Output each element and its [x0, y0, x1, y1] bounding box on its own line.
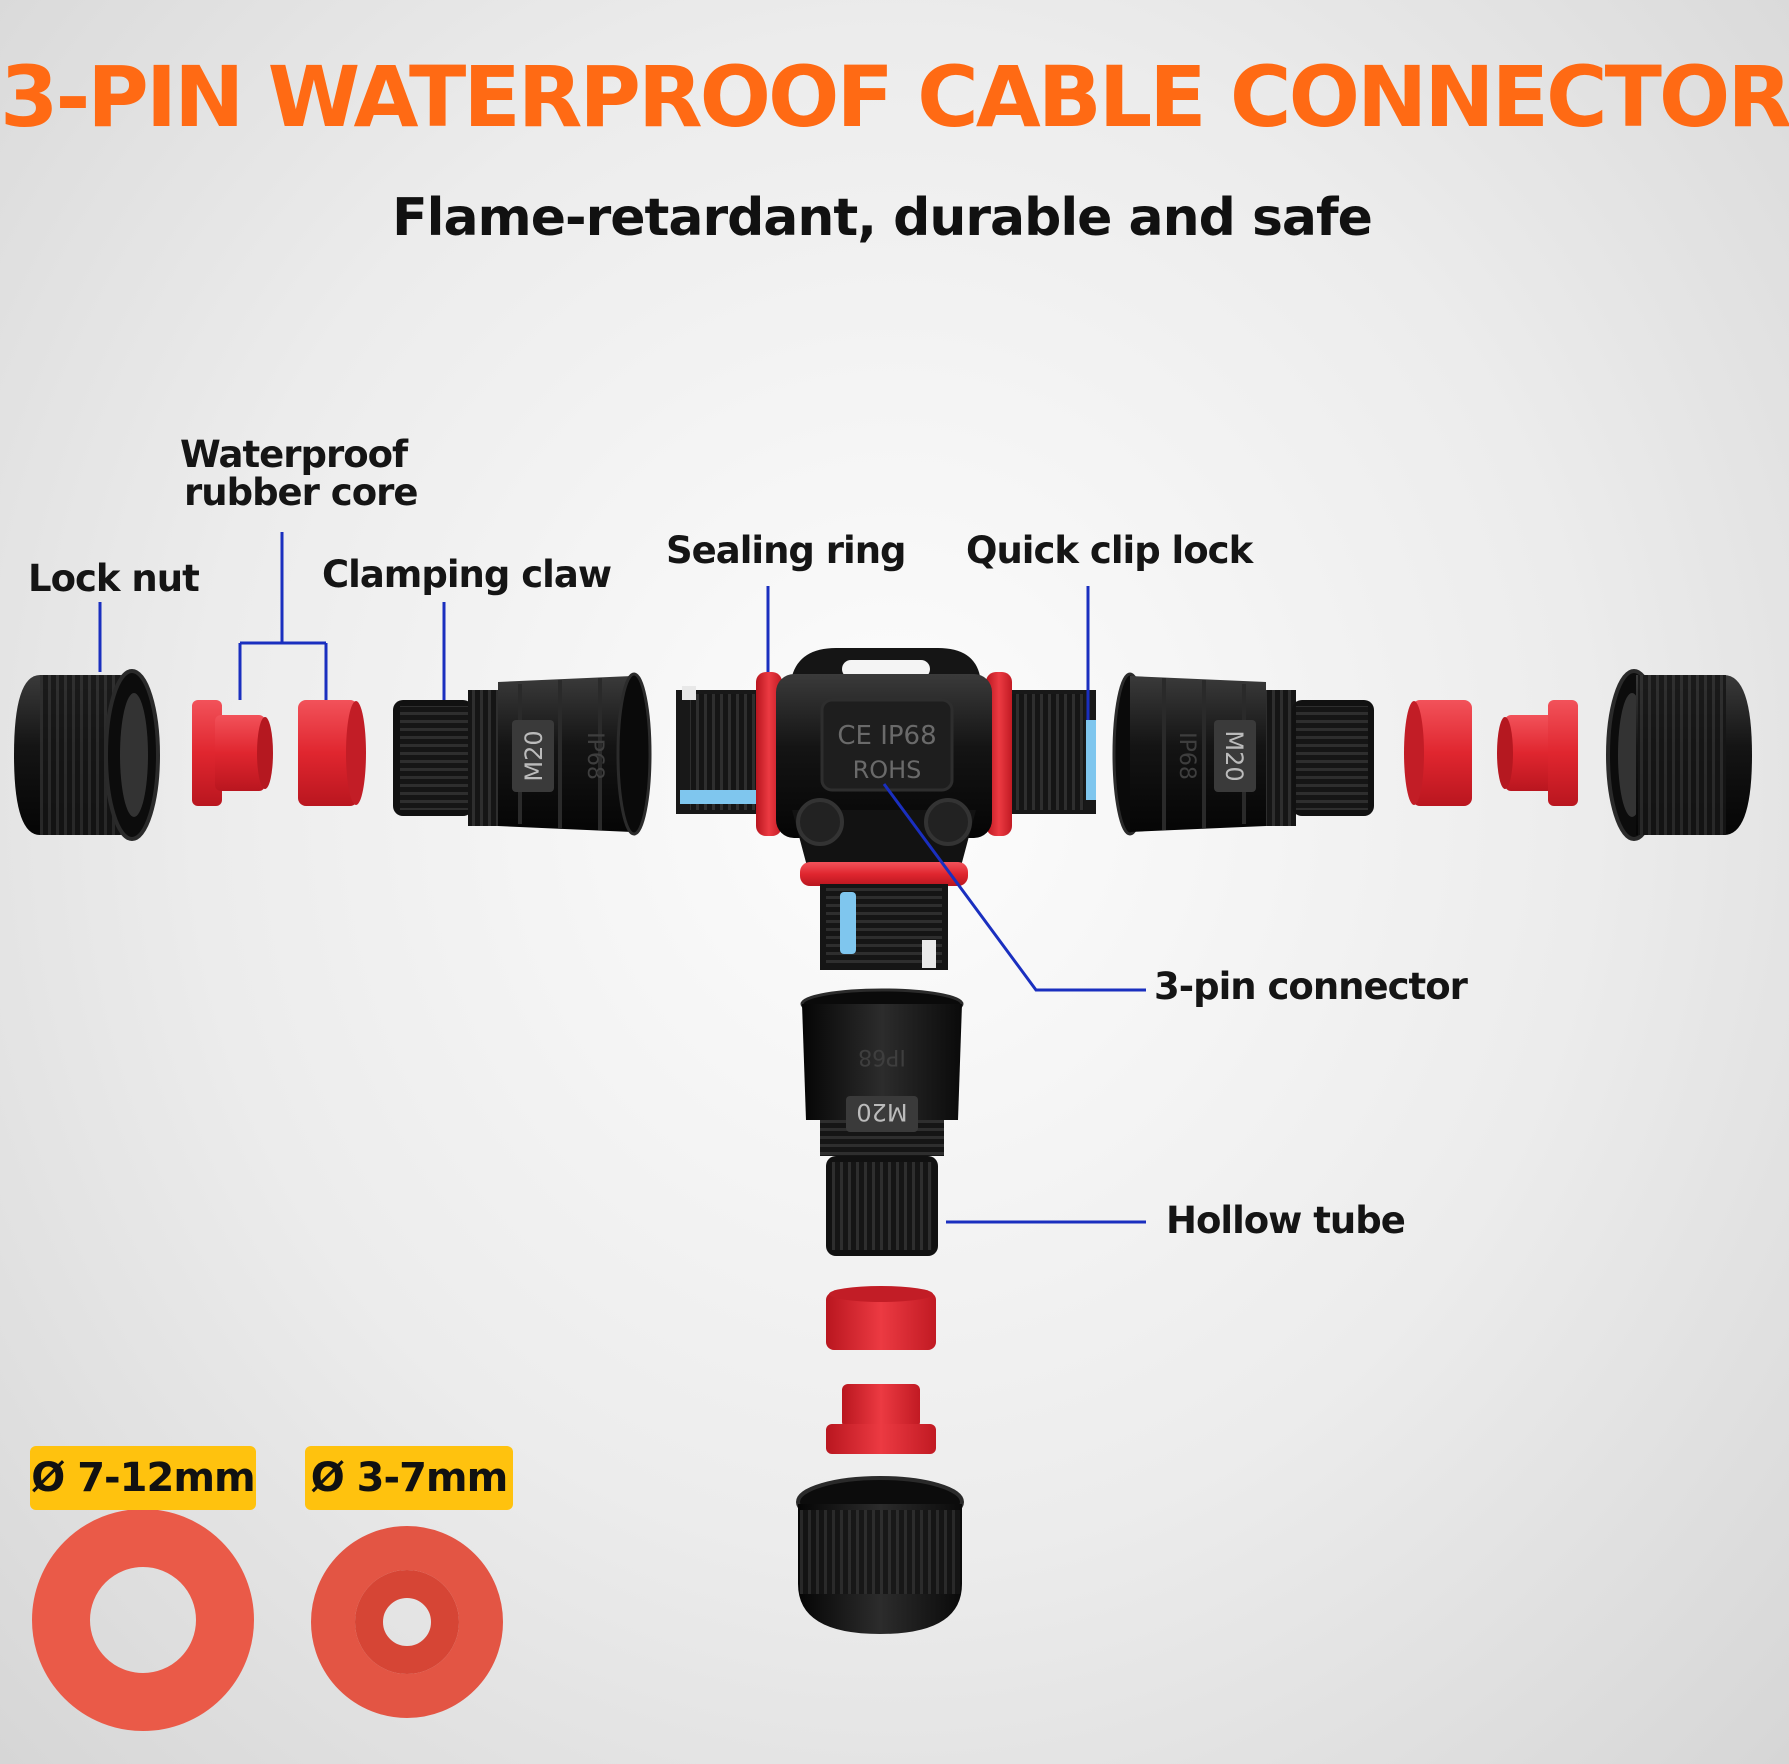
ip-marking-right: IP68 — [1174, 732, 1199, 780]
lock-nut-right — [1606, 669, 1752, 841]
clamping-claw-left — [393, 672, 652, 836]
rubber-core-right-straight — [1404, 700, 1472, 806]
ip-marking-left: IP68 — [582, 732, 607, 780]
rohs-marking: ROHS — [853, 756, 922, 784]
label-quick-clip-lock: Quick clip lock — [966, 529, 1253, 572]
callout-line-3pin-connector — [882, 783, 1146, 992]
size-badge-small: Ø 3-7mm — [305, 1446, 513, 1510]
callout-lines — [98, 532, 1146, 1224]
label-hollow-tube: Hollow tube — [1166, 1199, 1406, 1242]
thread-marking-right: M20 — [1220, 730, 1248, 781]
label-rubber-core-line2: rubber core — [184, 471, 418, 514]
rubber-core-left-stepped — [192, 700, 273, 806]
rubber-core-bottom-stepped — [826, 1384, 936, 1454]
label-sealing-ring: Sealing ring — [666, 529, 907, 572]
thread-marking-bottom-group: M20 IP68 — [846, 1044, 918, 1132]
seal-ring-small — [311, 1526, 503, 1718]
label-clamping-claw: Clamping claw — [322, 553, 612, 596]
callout-line-rubber-core — [238, 532, 328, 700]
t-connector-body — [676, 648, 1096, 970]
page-subtitle: Flame-retardant, durable and safe — [392, 188, 1373, 248]
size-badge-large: Ø 7-12mm — [30, 1446, 256, 1510]
thread-marking-right-group: M20 IP68 — [1174, 720, 1256, 792]
ce-ip-marking: CE IP68 — [837, 721, 936, 751]
label-rubber-core-line1: Waterproof — [180, 433, 408, 476]
seal-ring-large — [32, 1509, 254, 1731]
label-lock-nut: Lock nut — [28, 557, 200, 600]
ip-marking-bottom: IP68 — [858, 1044, 906, 1069]
clamping-claw-right — [1112, 672, 1374, 836]
clamping-claw-bottom — [800, 988, 964, 1256]
rubber-core-left-straight — [298, 700, 366, 806]
rubber-core-bottom-straight — [826, 1286, 936, 1350]
thread-marking-left: M20 — [520, 730, 548, 781]
page-title: 3-PIN WATERPROOF CABLE CONNECTOR — [0, 48, 1789, 146]
thread-marking-left-group: M20 IP68 — [512, 720, 607, 792]
label-3pin-connector: 3-pin connector — [1154, 965, 1468, 1008]
thread-marking-bottom: M20 — [856, 1098, 907, 1126]
lock-nut-bottom — [796, 1476, 964, 1634]
rubber-core-right-stepped — [1497, 700, 1578, 806]
lock-nut-left — [14, 669, 160, 841]
